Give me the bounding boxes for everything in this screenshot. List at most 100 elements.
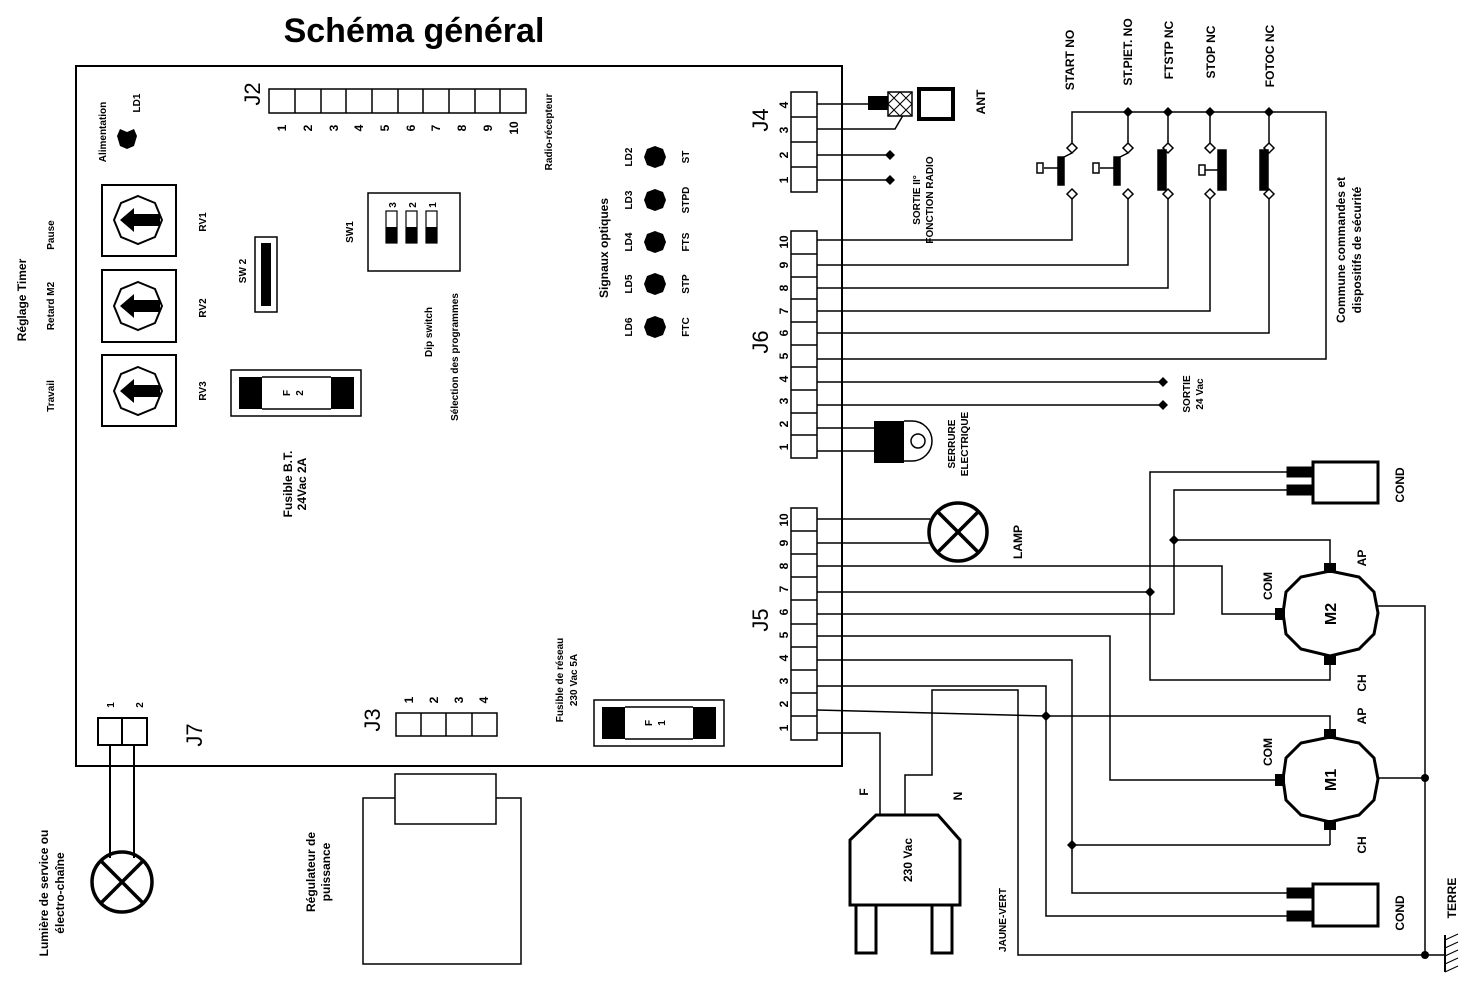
fuse-reseau-number: 1 — [657, 720, 668, 726]
ftstp-contact — [1157, 141, 1175, 201]
stop-nc-label: STOP NC — [1204, 25, 1218, 78]
j5-pin-6: 6 — [777, 608, 791, 615]
sortie-24vac-label: 24 Vac — [1195, 378, 1206, 410]
j7-pin-2: 2 — [135, 702, 146, 708]
signaux-optiques-label: Signaux optiques — [597, 198, 611, 298]
j4-pin-1: 1 — [777, 176, 791, 183]
j3-pin-2: 2 — [427, 696, 441, 703]
j6-pin-8: 8 — [777, 284, 791, 291]
j3-pin-1: 1 — [402, 696, 416, 703]
selection-programmes-label: Sélection des programmes — [450, 293, 461, 421]
j2-pin-1: 1 — [275, 124, 289, 131]
stop-contact — [1198, 141, 1227, 201]
jaune-vert-label: JAUNE-VERT — [998, 888, 1009, 952]
j5-label: J5 — [748, 608, 773, 631]
ld2-label: LD2 — [624, 147, 635, 166]
ftc-label: FTC — [681, 317, 692, 336]
j2-pin-2: 2 — [301, 124, 315, 131]
j5-pin-10: 10 — [777, 513, 791, 527]
j2-pin-8: 8 — [455, 124, 469, 131]
j5-pin-7: 7 — [777, 585, 791, 592]
sw2-label: SW 2 — [238, 258, 249, 283]
commune-label-1: Commune commandes et — [1334, 177, 1348, 323]
j6-pin-5: 5 — [777, 352, 791, 359]
j4-pin-3: 3 — [777, 126, 791, 133]
j3-pin-3: 3 — [452, 696, 466, 703]
j3-label: J3 — [360, 708, 385, 731]
fusible-reseau-label: Fusible de réseau — [555, 638, 566, 722]
rv1-label: RV1 — [198, 212, 209, 232]
plug-230vac-label: 230 Vac — [901, 838, 915, 882]
lamp-label: LAMP — [1011, 525, 1025, 559]
alimentation-label: Alimentation — [98, 102, 109, 163]
j5-pin-8: 8 — [777, 562, 791, 569]
j7-label: J7 — [182, 723, 207, 746]
ld3-label: LD3 — [624, 190, 635, 209]
stp-label: STP — [681, 274, 692, 294]
j2-label: J2 — [240, 82, 265, 105]
j6-pin-9: 9 — [777, 261, 791, 268]
puissance-label: puissance — [319, 842, 333, 901]
ld6-led — [644, 316, 666, 338]
m1-ap-label: AP — [1355, 708, 1369, 725]
sw1-num-2: 2 — [408, 202, 419, 208]
j6-pin-1: 1 — [777, 443, 791, 450]
lumiere-label: Lumière de service ou — [37, 830, 51, 957]
sw1-label: SW1 — [345, 221, 356, 243]
sortie-label: SORTIE — [1182, 375, 1193, 413]
st-piet-no-label: ST.PIET. NO — [1121, 18, 1135, 85]
stpd-label: STPD — [681, 187, 692, 214]
j5-pin-4: 4 — [777, 654, 791, 661]
fuse-reseau-letter: F — [644, 720, 655, 726]
j6-pin-10: 10 — [777, 235, 791, 249]
st-label: ST — [681, 151, 692, 164]
ld1-label: LD1 — [132, 93, 143, 112]
j7-pin-1: 1 — [106, 702, 117, 708]
sw1-levers — [385, 210, 438, 244]
sortie-ii-label: SORTIE II° — [912, 175, 923, 225]
sw2-switch — [254, 236, 278, 313]
fotoc-contact — [1259, 141, 1276, 201]
fusible-reseau-value: 230 Vac 5A — [569, 654, 580, 706]
ld4-led — [644, 231, 666, 253]
j6-label: J6 — [748, 330, 773, 353]
j5-connector — [790, 507, 818, 741]
radio-recepteur-label: Radio-récepteur — [544, 94, 555, 171]
rv3-box — [101, 354, 177, 427]
ftstp-nc-label: FTSTP NC — [1162, 20, 1176, 79]
j3-connector — [395, 712, 498, 737]
cond-bottom-label: COND — [1393, 895, 1407, 931]
pause-label: Pause — [46, 220, 57, 250]
j5-pin-3: 3 — [777, 677, 791, 684]
commune-label-2: dispositifs de sécurité — [1350, 186, 1364, 313]
sw1-num-3: 3 — [388, 202, 399, 208]
control-board — [75, 65, 843, 767]
dip-switch-label: Dip switch — [424, 307, 435, 357]
j7-connector — [97, 717, 148, 746]
rv2-box — [101, 269, 177, 343]
fusible-bt-label: Fusible B.T. — [281, 451, 295, 518]
j4-pin-4: 4 — [777, 101, 791, 108]
cond-top — [1286, 460, 1380, 505]
j2-connector — [268, 88, 527, 114]
j2-pin-5: 5 — [378, 124, 392, 131]
fuse-reseau — [593, 699, 725, 747]
service-lamp — [90, 850, 154, 914]
j5-pin-9: 9 — [777, 539, 791, 546]
travail-label: Travail — [46, 380, 57, 412]
rv1-box — [101, 184, 177, 257]
ld6-label: LD6 — [624, 317, 635, 336]
j4-label: J4 — [748, 108, 773, 131]
fuse-bt-letter: F — [282, 390, 293, 396]
sw1-dip-switch — [367, 192, 461, 272]
j5-pin-1: 1 — [777, 724, 791, 731]
j5-pin-5: 5 — [777, 631, 791, 638]
ld4-label: LD4 — [624, 232, 635, 251]
j4-pin-2: 2 — [777, 151, 791, 158]
m2-label: M2 — [1323, 603, 1340, 625]
ld5-label: LD5 — [624, 274, 635, 293]
rv3-potentiometer — [112, 365, 164, 417]
electric-lock — [874, 420, 933, 463]
antenna-icon — [868, 87, 955, 121]
